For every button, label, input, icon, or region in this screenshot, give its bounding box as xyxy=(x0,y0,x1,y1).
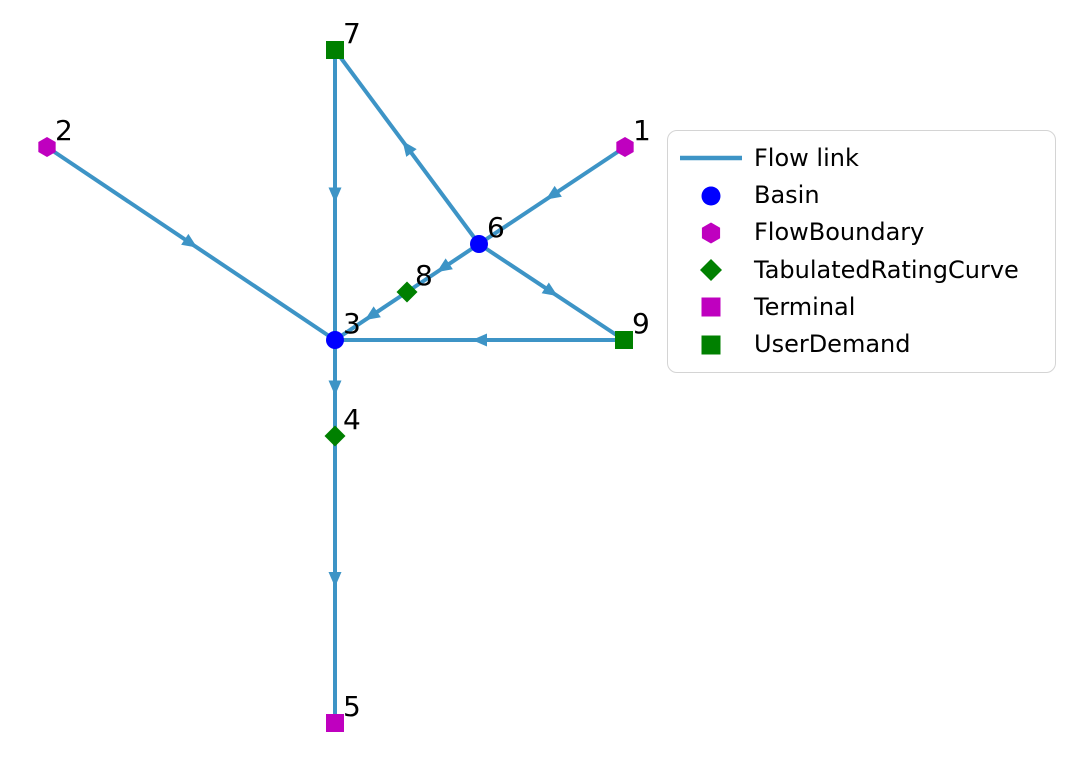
node-3-label: 3 xyxy=(343,307,361,340)
node-2 xyxy=(38,137,56,157)
node-4-label: 4 xyxy=(343,403,361,436)
legend-item-userdemand: UserDemand xyxy=(668,330,1055,360)
flow-link-1-6-arrow-icon xyxy=(545,185,562,200)
legend-item-label: FlowBoundary xyxy=(754,218,925,247)
legend-item-flowboundary: FlowBoundary xyxy=(668,218,1055,248)
tabulatedratingcurve-diamond-icon xyxy=(700,259,722,282)
node-8 xyxy=(396,281,418,303)
legend-item-terminal: Terminal xyxy=(668,292,1055,322)
flow-link-line-icon xyxy=(680,156,742,161)
userdemand-swatch xyxy=(668,330,754,360)
flow-link-7-3-arrow-icon xyxy=(328,187,342,203)
legend-item-basin: Basin xyxy=(668,181,1055,211)
node-1 xyxy=(616,137,634,157)
flowboundary-hexagon-icon xyxy=(701,222,721,244)
flow-link-6-7-arrow-icon xyxy=(402,140,417,157)
node-5 xyxy=(326,714,344,732)
legend-item-tabulatedratingcurve: TabulatedRatingCurve xyxy=(668,255,1055,285)
flow-link-2-3-arrow-icon xyxy=(181,233,198,248)
flow-link-swatch xyxy=(668,143,754,173)
flow-link-8-3-arrow-icon xyxy=(364,306,381,321)
flow-link-3-4-arrow-icon xyxy=(328,380,342,396)
flowboundary-swatch xyxy=(668,218,754,248)
node-9 xyxy=(615,331,633,349)
flow-link-6-8-arrow-icon xyxy=(436,258,453,273)
flow-link-9-3-arrow-icon xyxy=(472,333,487,347)
terminal-swatch xyxy=(668,292,754,322)
legend-item-label: TabulatedRatingCurve xyxy=(754,255,1019,284)
flow-link-6-9-arrow-icon xyxy=(541,282,558,297)
node-3 xyxy=(326,331,344,349)
node-7 xyxy=(326,41,344,59)
legend-item-flow-link: Flow link xyxy=(668,143,1055,173)
flow-link-4-5-arrow-icon xyxy=(328,572,342,587)
node-2-label: 2 xyxy=(55,114,73,147)
node-6 xyxy=(470,235,488,253)
tabulatedratingcurve-swatch xyxy=(668,255,754,285)
userdemand-square-icon xyxy=(701,335,721,355)
basin-swatch xyxy=(668,181,754,211)
node-5-label: 5 xyxy=(343,690,361,723)
basin-circle-icon xyxy=(701,186,721,206)
legend-item-label: Flow link xyxy=(754,143,859,172)
legend-item-label: UserDemand xyxy=(754,330,911,359)
node-8-label: 8 xyxy=(415,259,433,292)
legend-item-label: Terminal xyxy=(754,292,856,321)
node-6-label: 6 xyxy=(487,211,505,244)
terminal-square-icon xyxy=(701,297,721,317)
node-1-label: 1 xyxy=(633,114,651,147)
node-9-label: 9 xyxy=(632,307,650,340)
node-4 xyxy=(324,425,346,447)
node-7-label: 7 xyxy=(343,17,361,50)
legend-item-label: Basin xyxy=(754,180,820,209)
